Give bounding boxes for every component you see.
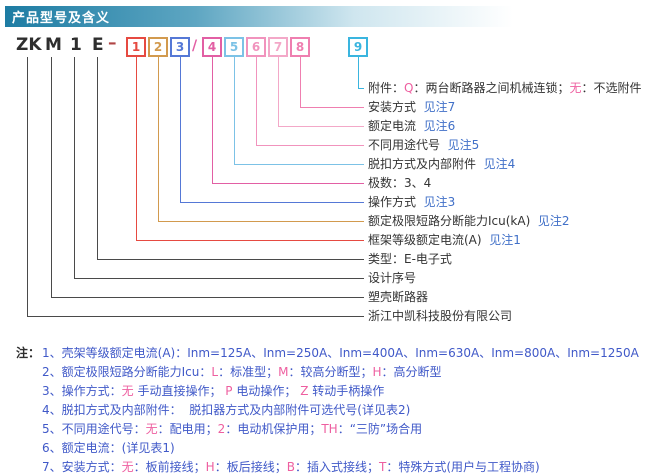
connector-v-icu	[158, 57, 159, 222]
model-box-2: 2	[148, 37, 168, 57]
note-4: 4、脱扣方式及内部附件： 脱扣器方式及内部附件可选代号(详见表2)	[42, 403, 411, 417]
label-operation-mode: 操作方式 见注3	[368, 195, 456, 209]
model-box-9: 9	[348, 37, 368, 57]
model-digit-5: 5	[229, 40, 239, 54]
label-rated-current: 额定电流 见注6	[368, 119, 456, 133]
connector-h-mounting	[300, 107, 364, 108]
note-6: 6、额定电流：(详见表1)	[42, 441, 175, 455]
connector-v-frame-current	[136, 57, 137, 241]
model-prefix-m: M	[45, 35, 62, 55]
label-breaking-capacity: 额定极限短路分断能力Icu(kA) 见注2	[368, 214, 570, 228]
connector-h-icu	[158, 221, 364, 222]
model-box-3: 3	[170, 37, 190, 57]
connector-v-company	[27, 57, 28, 317]
connector-v-type	[97, 57, 98, 260]
label-trip-mode: 脱扣方式及内部附件 见注4	[368, 157, 516, 171]
label-mounting-method: 安装方式 见注7	[368, 100, 456, 114]
label-design-serial: 设计序号	[368, 271, 417, 285]
model-prefix-e: E	[92, 35, 104, 55]
model-box-5: 5	[224, 37, 244, 57]
connector-v-operation	[180, 57, 181, 203]
connector-v-trip	[234, 57, 235, 165]
connector-h-trip	[234, 164, 364, 165]
note-2: 2、额定极限短路分断能力Icu：L：标准型；M：较高分断型；H：高分断型	[42, 365, 442, 379]
connector-h-poles	[212, 183, 364, 184]
connector-v-mounting	[300, 57, 301, 108]
model-digit-9: 9	[353, 40, 363, 54]
connector-h-design	[74, 278, 364, 279]
label-type: 类型：E-电子式	[368, 252, 452, 266]
connector-h-mccb	[51, 297, 364, 298]
note-5: 5、不同用途代号：无：配电用；2：电动机保护用；TH：“三防”场合用	[42, 422, 423, 436]
model-digit-1: 1	[131, 40, 141, 54]
connector-v-rated-current	[278, 57, 279, 127]
connector-v-design	[74, 57, 75, 279]
model-digit-8: 8	[295, 40, 305, 54]
label-molded-case-breaker: 塑壳断路器	[368, 290, 429, 304]
model-digit-2: 2	[153, 40, 163, 54]
connector-h-frame-current	[136, 240, 364, 241]
label-frame-current: 框架等级额定电流(A) 见注1	[368, 233, 521, 247]
note-1: 1、壳架等级额定电流(A)：Inm=125A、Inm=250A、Inm=400A…	[42, 346, 639, 360]
model-box-1: 1	[126, 37, 146, 57]
connector-v-accessory	[358, 57, 359, 89]
model-digit-6: 6	[251, 40, 261, 54]
model-slash: /	[192, 38, 198, 54]
model-box-8: 8	[290, 37, 310, 57]
label-usage-code: 不同用途代号 见注5	[368, 138, 480, 152]
label-accessory: 附件：Q：两台断路器之间机械连锁；无：不选附件	[368, 81, 642, 95]
model-dash: –	[108, 33, 117, 53]
model-digit-7: 7	[273, 40, 283, 54]
section-title: 产品型号及含义	[12, 11, 111, 26]
model-box-6: 6	[246, 37, 266, 57]
model-digit-3: 3	[175, 40, 185, 54]
connector-v-poles	[212, 57, 213, 184]
connector-v-usage	[256, 57, 257, 146]
connector-h-company	[27, 316, 364, 317]
connector-h-rated-current	[278, 126, 364, 127]
model-prefix-1: 1	[70, 35, 82, 55]
connector-h-operation	[180, 202, 364, 203]
note-7: 7、安装方式：无：板前接线；H：板后接线；B：插入式接线；T：特殊方式(用户与工…	[42, 460, 540, 474]
model-box-4: 4	[202, 37, 222, 57]
label-company: 浙江中凯科技股份有限公司	[368, 309, 513, 323]
notes-prefix: 注：	[16, 346, 41, 360]
model-digit-4: 4	[207, 40, 217, 54]
connector-h-usage	[256, 145, 364, 146]
connector-h-accessory	[358, 88, 364, 89]
model-prefix-zk: ZK	[16, 35, 42, 55]
model-box-7: 7	[268, 37, 288, 57]
connector-h-type	[97, 259, 364, 260]
section-header: 产品型号及含义	[5, 6, 640, 27]
label-poles: 极数：3、4	[368, 176, 432, 190]
note-3: 3、操作方式：无 手动直接操作； P 电动操作； Z 转动手柄操作	[42, 384, 385, 398]
connector-v-mccb	[51, 57, 52, 298]
